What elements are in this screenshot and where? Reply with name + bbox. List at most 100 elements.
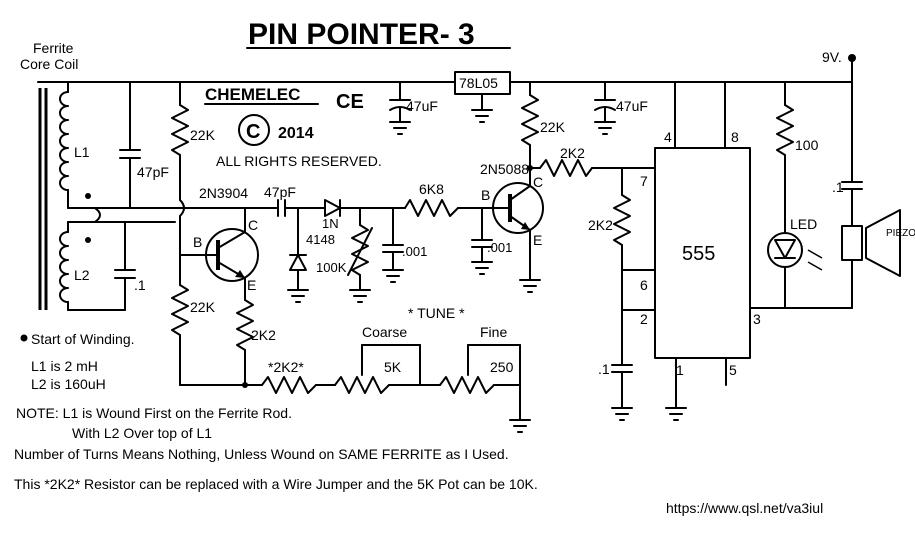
r2k2-timing bbox=[613, 194, 631, 246]
regulator-label: 78L05 bbox=[459, 75, 498, 91]
r2k2-star-label: *2K2* bbox=[268, 359, 304, 375]
led-light-arrows bbox=[807, 249, 823, 271]
r100 bbox=[776, 104, 794, 156]
c001b-label: .001 bbox=[487, 240, 512, 255]
note-l2: L2 is 160uH bbox=[31, 376, 106, 392]
note-2: With L2 Over top of L1 bbox=[72, 425, 212, 441]
pin3-label: 3 bbox=[753, 311, 761, 327]
pin1-label: 1 bbox=[676, 362, 684, 378]
ic-555 bbox=[654, 147, 751, 359]
copyright-icon bbox=[238, 114, 270, 146]
r2k2-emitter-label: 2K2 bbox=[251, 327, 276, 343]
coil-label-1: Ferrite bbox=[33, 40, 74, 56]
r6k8 bbox=[404, 199, 459, 217]
pin2-label: 2 bbox=[640, 311, 648, 327]
pot100k-ground bbox=[349, 289, 371, 303]
c47pf-label: 47pF bbox=[264, 184, 296, 200]
q2-body bbox=[492, 182, 544, 234]
r2k2-timing-label: 2K2 bbox=[588, 217, 613, 233]
reg-ground-symbol bbox=[471, 109, 493, 123]
c001a-ground bbox=[382, 269, 404, 283]
clamp-ground bbox=[287, 289, 309, 303]
led-triangle bbox=[774, 239, 796, 259]
q1-c: C bbox=[248, 217, 258, 233]
piezo-label: PIEZO bbox=[886, 228, 915, 239]
brand: CHEMELEC bbox=[205, 85, 300, 104]
coarse-label: Coarse bbox=[362, 324, 407, 340]
q1-label: 2N3904 bbox=[199, 185, 248, 201]
q2-c: C bbox=[533, 174, 543, 190]
pot100k-wiper bbox=[347, 227, 373, 276]
c001b-ground bbox=[471, 261, 493, 275]
diode-body bbox=[324, 199, 341, 217]
cp-label: .1 bbox=[832, 179, 844, 195]
coil-label-2: Core Coil bbox=[20, 56, 78, 72]
l2-label: L2 bbox=[74, 267, 90, 283]
title: PIN POINTER- 3 bbox=[248, 18, 475, 51]
q2-collector-leg bbox=[509, 185, 531, 201]
note-start: Start of Winding. bbox=[31, 331, 135, 347]
pot5k-label: 5K bbox=[384, 359, 402, 375]
c1-label: .1 bbox=[134, 277, 146, 293]
speaker-icon bbox=[865, 209, 901, 277]
led-label: LED bbox=[790, 216, 817, 232]
pin6-label: 6 bbox=[640, 277, 648, 293]
r22k-top-resistor bbox=[171, 104, 189, 156]
r22k-right-label: 22K bbox=[540, 119, 566, 135]
tank-cap-label: 47pF bbox=[137, 164, 169, 180]
l2-winding bbox=[59, 231, 69, 303]
led-body bbox=[767, 232, 803, 268]
l1-winding bbox=[59, 91, 69, 191]
l1-label: L1 bbox=[74, 144, 90, 160]
l2-start-dot bbox=[85, 237, 91, 243]
tune-label: * TUNE * bbox=[408, 305, 465, 321]
c47uf-a-label: 47uF bbox=[406, 98, 438, 114]
q2-b: B bbox=[481, 187, 490, 203]
r2k2-pin7-label: 2K2 bbox=[560, 145, 585, 161]
pot250 bbox=[439, 376, 495, 394]
r6k8-label: 6K8 bbox=[419, 181, 444, 197]
q2-label: 2N5088 bbox=[480, 161, 529, 177]
clamp-diode bbox=[289, 254, 307, 271]
start-bullet bbox=[20, 334, 28, 342]
r22k-right-resistor bbox=[521, 94, 539, 146]
q2-emitter-arrow bbox=[521, 222, 530, 230]
l1-start-dot bbox=[85, 193, 91, 199]
piezo-body bbox=[841, 225, 863, 261]
rights: ALL RIGHTS RESERVED. bbox=[216, 153, 382, 169]
ct-ground bbox=[611, 407, 633, 421]
diode-label-2: 4148 bbox=[306, 232, 335, 247]
ce-mark: CE bbox=[336, 91, 364, 113]
c47uf-b-ground bbox=[594, 121, 616, 135]
q2-e: E bbox=[533, 232, 542, 248]
note-1: NOTE: L1 is Wound First on the Ferrite R… bbox=[16, 405, 292, 421]
pin8-label: 8 bbox=[731, 129, 739, 145]
r22k-top-label: 22K bbox=[190, 127, 216, 143]
q1-e: E bbox=[247, 277, 256, 293]
c47uf-a-ground bbox=[389, 121, 411, 135]
q2-ground bbox=[519, 279, 541, 293]
pot100k-label: 100K bbox=[316, 260, 347, 275]
fine-label: Fine bbox=[480, 324, 507, 340]
q1-collector-leg bbox=[217, 231, 246, 249]
r22k-bot-label: 22K bbox=[190, 299, 216, 315]
r2k2-star bbox=[261, 376, 317, 394]
supply-label: 9V. bbox=[822, 49, 842, 65]
pin7-label: 7 bbox=[640, 173, 648, 189]
copyright-c: C bbox=[246, 121, 260, 143]
pin5-label: 5 bbox=[729, 362, 737, 378]
c47uf-b-label: 47uF bbox=[616, 98, 648, 114]
ic-label: 555 bbox=[682, 243, 715, 265]
source-url: https://www.qsl.net/va3iul bbox=[666, 500, 823, 516]
pot5k bbox=[334, 376, 390, 394]
pin1-ground bbox=[665, 407, 687, 421]
r100-label: 100 bbox=[795, 137, 819, 153]
q1-emitter-arrow bbox=[235, 270, 245, 278]
r2k2-pin7 bbox=[539, 159, 593, 177]
note-turns: Number of Turns Means Nothing, Unless Wo… bbox=[14, 446, 509, 462]
q1-b: B bbox=[193, 234, 202, 250]
note-jumper: This *2K2* Resistor can be replaced with… bbox=[14, 476, 538, 492]
pot250-ground bbox=[509, 419, 531, 433]
